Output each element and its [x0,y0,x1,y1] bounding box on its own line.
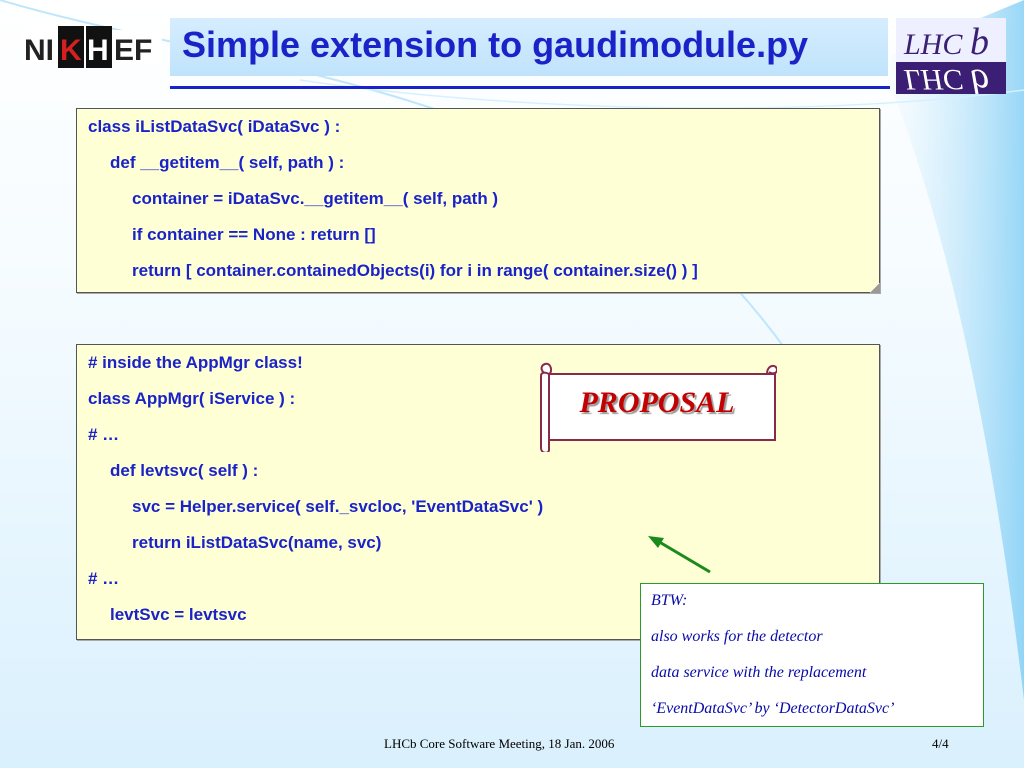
title-banner: Simple extension to gaudimodule.py [170,18,890,76]
scroll-shape [540,362,777,452]
btw-line: BTW: [651,592,688,609]
code-line: # inside the AppMgr class! [88,353,303,372]
btw-line: also works for the detector [651,628,823,645]
code-line: def __getitem__( self, path ) : [110,153,345,172]
code-line: # … [88,569,120,588]
svg-text:LHC: LHC [903,63,963,94]
nikhef-logo: NI K H EF [22,26,162,68]
svg-text:H: H [87,34,109,67]
svg-text:NI: NI [24,34,54,67]
folded-corner [870,283,880,293]
code-line: levtSvc = levtsvc [110,605,247,624]
svg-text:LHC: LHC [903,28,963,61]
code-block-ilistdatasvc: class iListDataSvc( iDataSvc ) : def __g… [76,108,880,293]
code-line: class AppMgr( iService ) : [88,389,296,408]
btw-line: ‘EventDataSvc’ by ‘DetectorDataSvc’ [651,700,895,717]
proposal-scroll: PROPOSAL [537,362,777,452]
btw-line: data service with the replacement [651,664,867,681]
page-title: Simple extension to gaudimodule.py [182,24,809,65]
svg-text:b: b [970,61,989,94]
proposal-label: PROPOSAL [579,386,735,419]
btw-note: BTW: also works for the detector data se… [640,583,984,727]
svg-text:b: b [970,21,989,63]
code-line: svc = Helper.service( self._svcloc, 'Eve… [132,497,544,516]
page-number: 4/4 [932,736,949,751]
lhcb-logo: LHC b LHC b [896,18,1006,103]
svg-text:EF: EF [114,34,152,67]
title-underline [170,86,890,89]
code-line: container = iDataSvc.__getitem__( self, … [132,189,499,208]
arrow-icon [648,536,711,574]
svg-text:K: K [60,34,82,67]
code-line: def levtsvc( self ) : [110,461,259,480]
code-line: # … [88,425,120,444]
code-line: class iListDataSvc( iDataSvc ) : [88,117,341,136]
lhcb-logo-graphic: LHC b LHC b [896,18,1006,103]
code-line: return iListDataSvc(name, svc) [132,533,382,552]
footer-meeting: LHCb Core Software Meeting, 18 Jan. 2006 [384,736,615,751]
code-line: if container == None : return [] [132,225,376,244]
code-line: return [ container.containedObjects(i) f… [132,261,698,280]
